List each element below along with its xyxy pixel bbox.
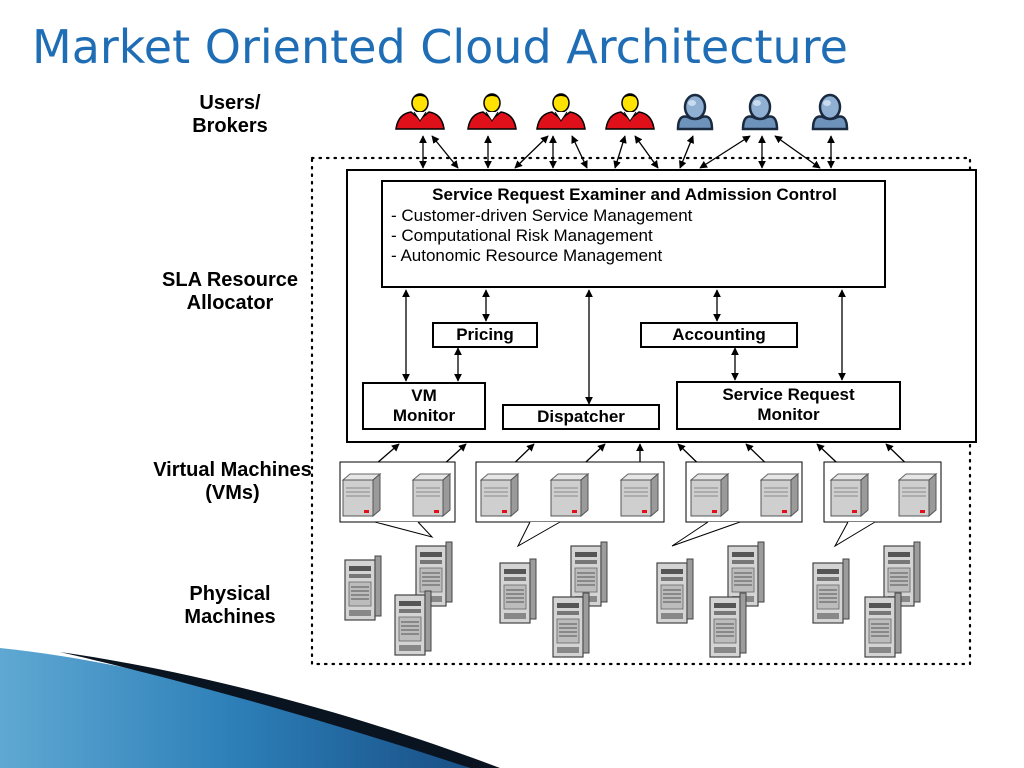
user-icon-2 bbox=[467, 93, 517, 130]
pricing-box: Pricing bbox=[432, 322, 538, 348]
decoration-swoosh bbox=[0, 648, 470, 768]
label-physical-machines: Physical Machines bbox=[184, 583, 276, 628]
physical-server-icon bbox=[864, 592, 902, 658]
label-users-brokers: Users/ Brokers bbox=[192, 92, 268, 137]
vm-server-icon bbox=[690, 473, 729, 517]
vm-callouts bbox=[374, 521, 876, 548]
vm-server-icon bbox=[480, 473, 519, 517]
service-request-monitor-box: Service Request Monitor bbox=[676, 381, 901, 430]
vm-server-icon bbox=[830, 473, 869, 517]
physical-server-icon bbox=[552, 592, 590, 658]
label-virtual-machines: Virtual Machines (VMs) bbox=[153, 459, 312, 504]
slide-title: Market Oriented Cloud Architecture bbox=[32, 20, 848, 74]
decoration-swoosh-dark bbox=[60, 652, 500, 768]
label-sla-resource-allocator: SLA Resource Allocator bbox=[162, 269, 298, 314]
vm-server-icon bbox=[550, 473, 589, 517]
allocator-arrows bbox=[402, 289, 846, 405]
physical-server-icon bbox=[812, 558, 850, 624]
examiner-item: - Customer-driven Service Management bbox=[391, 206, 693, 225]
vm-server-icon bbox=[342, 473, 381, 517]
vm-server-icon bbox=[760, 473, 799, 517]
physical-server-icon bbox=[709, 592, 747, 658]
vm-server-icon bbox=[412, 473, 451, 517]
examiner-item: - Autonomic Resource Management bbox=[391, 246, 663, 265]
physical-server-icon bbox=[499, 558, 537, 624]
physical-server-icon bbox=[344, 555, 382, 621]
broker-icon-3 bbox=[811, 93, 849, 131]
user-icon-4 bbox=[605, 93, 655, 130]
broker-icon-2 bbox=[741, 93, 779, 131]
service-request-examiner-box: Service Request Examiner and Admission C… bbox=[381, 180, 886, 288]
user-icon-3 bbox=[536, 93, 586, 130]
examiner-item-list: - Customer-driven Service Management - C… bbox=[391, 206, 878, 266]
broker-icon-1 bbox=[676, 93, 714, 131]
accounting-box: Accounting bbox=[640, 322, 798, 348]
vm-server-icon bbox=[620, 473, 659, 517]
vm-monitor-box: VM Monitor bbox=[362, 382, 486, 430]
user-arrows bbox=[419, 135, 835, 169]
user-icon-1 bbox=[395, 93, 445, 130]
examiner-title: Service Request Examiner and Admission C… bbox=[432, 185, 837, 204]
physical-server-icon bbox=[394, 590, 432, 656]
physical-server-icon bbox=[656, 558, 694, 624]
examiner-item: - Computational Risk Management bbox=[391, 226, 653, 245]
vm-server-icon bbox=[898, 473, 937, 517]
dispatcher-box: Dispatcher bbox=[502, 404, 660, 430]
